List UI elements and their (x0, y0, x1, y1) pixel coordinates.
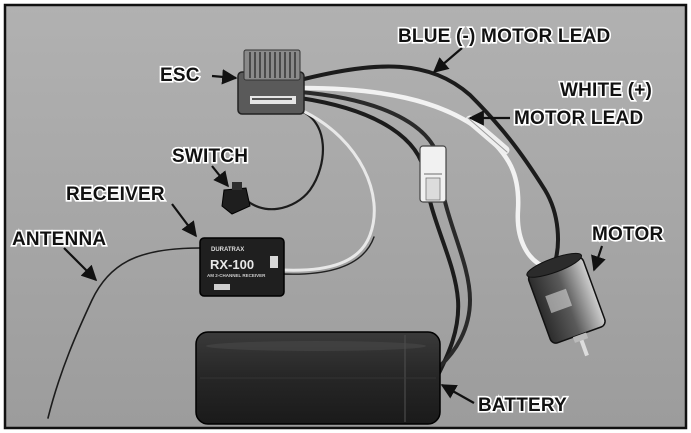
label-battery: BATTERY (478, 395, 567, 416)
switch-wire (240, 108, 325, 211)
switch-arrow (211, 165, 229, 188)
label-antenna: ANTENNA (12, 229, 106, 250)
motor-arrow (591, 245, 606, 272)
label-receiver: RECEIVER (66, 184, 165, 205)
switch-body (221, 187, 251, 215)
receiver-body (199, 237, 285, 297)
battery-arrow (440, 384, 475, 404)
motor-unit (526, 252, 606, 357)
motor-endbell (526, 252, 583, 278)
antenna-wire (47, 247, 201, 419)
blue-motor-lead-wire (298, 64, 560, 264)
label-motor: MOTOR (592, 224, 663, 245)
receiver-subtitle: AM 2-CHANNEL RECEIVER (207, 273, 266, 278)
label-blue-motor-lead: BLUE (-) MOTOR LEAD (398, 26, 610, 47)
receiver-crystal (214, 284, 230, 290)
battery-highlight (206, 341, 426, 351)
antenna-arrow (63, 247, 98, 282)
motor-shaft (579, 339, 589, 357)
esc-unit (237, 49, 305, 115)
receiver-esc-wire (280, 110, 376, 272)
switch-unit (221, 182, 251, 215)
connector-tab (425, 177, 441, 201)
label-esc: ESC (160, 65, 200, 86)
receiver-esc-wire-dark (281, 236, 375, 275)
receiver-brand: DURATRAX (211, 247, 244, 253)
switch-toggle (232, 182, 242, 190)
label-white-lead-line1: WHITE (+) (560, 80, 652, 101)
esc-sticker-line (252, 98, 292, 100)
label-switch: SWITCH (172, 146, 248, 167)
blue-lead-arrow (432, 47, 463, 74)
label-white-lead-line2: MOTOR LEAD (514, 108, 643, 129)
receiver-port (270, 256, 278, 268)
receiver-arrow (171, 203, 197, 238)
esc-heatsink (243, 49, 301, 81)
receiver-unit: DURATRAX RX-100 AM 2-CHANNEL RECEIVER (199, 237, 285, 297)
motor-label (545, 288, 573, 314)
battery-pack (195, 331, 441, 425)
battery-lead-black (298, 96, 461, 377)
battery-lead-red (298, 90, 472, 368)
receiver-model: RX-100 (210, 257, 254, 272)
motor-bushing (572, 332, 589, 343)
esc-arrow (211, 69, 238, 85)
